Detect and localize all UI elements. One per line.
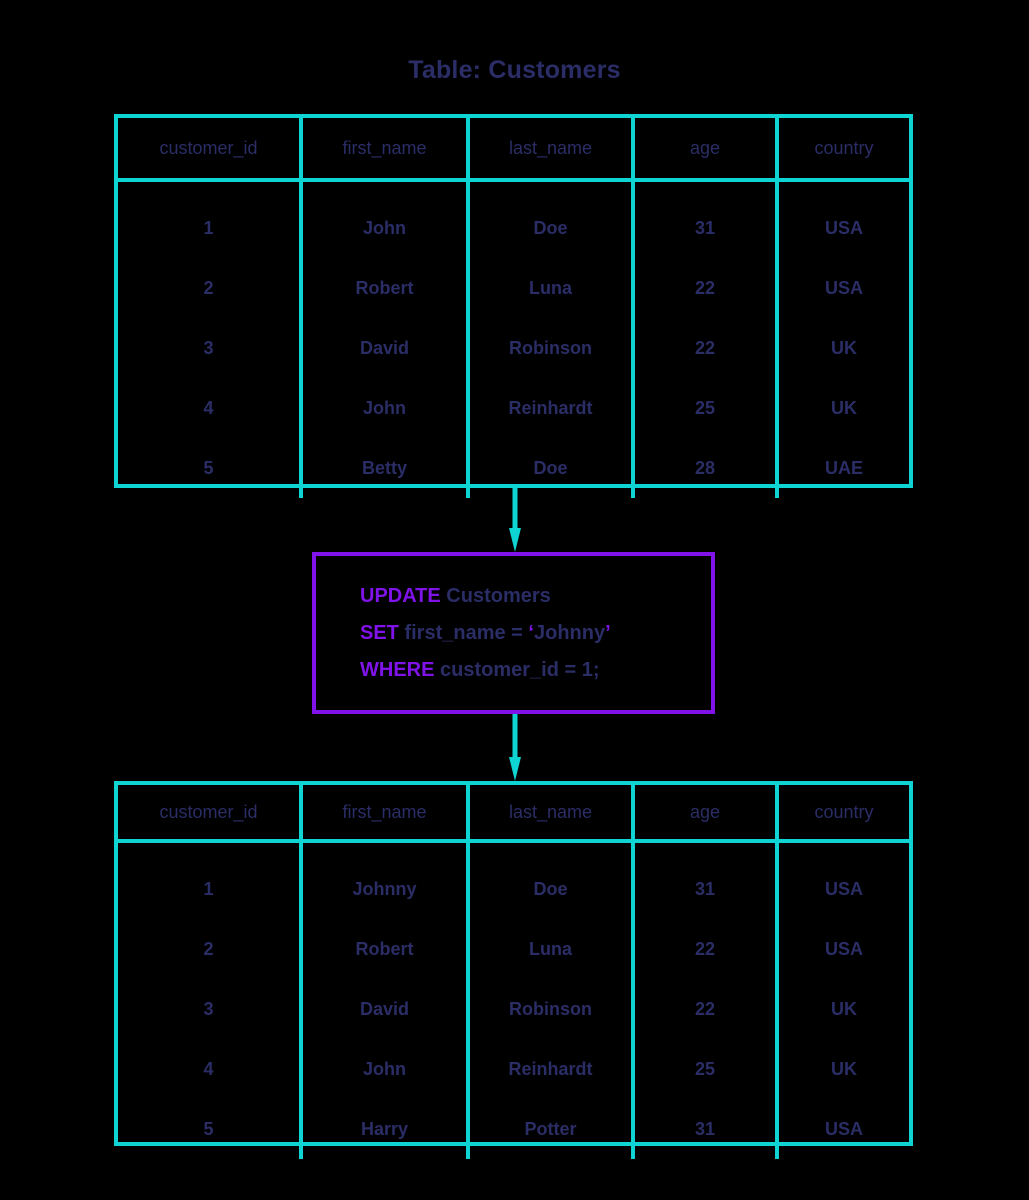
sql-keyword-where: WHERE xyxy=(360,658,435,681)
column-header-last-name: last_name xyxy=(470,785,635,839)
table-column-first-name: John Robert David John Betty xyxy=(303,182,470,498)
table-cell: Robert xyxy=(355,938,414,959)
column-header-first-name: first_name xyxy=(303,118,470,178)
table-column-customer-id: 1 2 3 4 5 xyxy=(118,843,303,1159)
table-cell: 3 xyxy=(203,337,214,358)
table-cell: 22 xyxy=(694,337,716,358)
table-cell: Harry xyxy=(360,1118,409,1139)
table-cell: 4 xyxy=(203,397,214,418)
column-header-country: country xyxy=(814,137,874,158)
table-cell: Robinson xyxy=(509,337,592,358)
arrow-down-icon-to-result xyxy=(509,714,521,781)
table-cell: John xyxy=(363,397,406,418)
table-cell: 2 xyxy=(203,277,214,298)
table-cell: USA xyxy=(824,1118,863,1139)
page-title: Table: Customers xyxy=(408,56,621,84)
table-cell: 3 xyxy=(203,998,214,1019)
table-cell: Doe xyxy=(533,457,568,478)
sql-query-box: UPDATE Customers SET first_name = ‘Johnn… xyxy=(312,552,715,714)
column-header-customer-id: customer_id xyxy=(118,785,303,839)
sql-open-quote: ‘ xyxy=(528,621,534,644)
table-column-age: 31 22 22 25 28 xyxy=(635,182,779,498)
table-header-row: customer_id first_name last_name age cou… xyxy=(118,785,909,843)
customers-table-after: customer_id first_name last_name age cou… xyxy=(114,781,913,1159)
sql-set-value: Johnny xyxy=(533,621,606,644)
sql-close-quote: ’ xyxy=(605,621,611,644)
arrow-down-icon-to-query xyxy=(509,488,521,552)
table-cell: 5 xyxy=(203,1118,214,1139)
table-column-last-name: Doe Luna Robinson Reinhardt Doe xyxy=(470,182,635,498)
sql-query-line-where: WHERE customer_id = 1; xyxy=(360,652,711,689)
table-cell: Luna xyxy=(529,938,572,959)
table-column-customer-id: 1 2 3 4 5 xyxy=(118,182,303,498)
table-cell: 25 xyxy=(694,1058,716,1079)
table-cell: USA xyxy=(824,878,863,899)
table-cell: Betty xyxy=(361,457,407,478)
table-cell: 28 xyxy=(694,457,716,478)
table-cell: 2 xyxy=(203,938,214,959)
sql-where-condition: customer_id = 1; xyxy=(434,658,600,681)
table-cell: David xyxy=(359,337,410,358)
table-cell: Doe xyxy=(533,217,568,238)
column-header-age: age xyxy=(635,785,779,839)
table-cell: 1 xyxy=(203,217,214,238)
table-cell: 25 xyxy=(694,397,716,418)
table-cell: UK xyxy=(831,337,857,358)
table-cell: USA xyxy=(824,938,863,959)
table-cell: Reinhardt xyxy=(508,397,593,418)
table-cell: UK xyxy=(831,1058,857,1079)
sql-query-line-update: UPDATE Customers xyxy=(360,578,711,615)
sql-keyword-set: SET xyxy=(360,621,399,644)
table-cell: 31 xyxy=(694,217,716,238)
table-column-country: USA USA UK UK USA xyxy=(779,843,909,1159)
column-header-country: country xyxy=(814,801,874,822)
table-column-first-name: Johnny Robert David John Harry xyxy=(303,843,470,1159)
table-cell: John xyxy=(363,1058,406,1079)
table-cell: UK xyxy=(831,998,857,1019)
table-cell: 4 xyxy=(203,1058,214,1079)
table-cell: 5 xyxy=(203,457,214,478)
column-header-age: age xyxy=(635,118,779,178)
table-cell: John xyxy=(363,217,406,238)
table-cell: Robert xyxy=(355,277,414,298)
column-header-customer-id: customer_id xyxy=(118,118,303,178)
table-header-row: customer_id first_name last_name age cou… xyxy=(118,118,909,182)
sql-keyword-update: UPDATE xyxy=(360,584,441,607)
table-cell: 22 xyxy=(694,277,716,298)
table-cell: 1 xyxy=(203,878,214,899)
sql-query-line-set: SET first_name = ‘Johnny’ xyxy=(360,615,711,652)
table-cell: UAE xyxy=(824,457,863,478)
table-cell: Johnny xyxy=(352,878,417,899)
table-cell: 31 xyxy=(694,1118,716,1139)
table-cell: Luna xyxy=(529,277,572,298)
table-cell: 22 xyxy=(694,998,716,1019)
table-cell: 31 xyxy=(694,878,716,899)
table-cell: Robinson xyxy=(509,998,592,1019)
table-cell: 22 xyxy=(694,938,716,959)
sql-table-name: Customers xyxy=(440,584,551,607)
table-column-country: USA USA UK UK UAE xyxy=(779,182,909,498)
table-cell: USA xyxy=(824,217,863,238)
table-column-last-name: Doe Luna Robinson Reinhardt Potter xyxy=(470,843,635,1159)
sql-set-expression: first_name = xyxy=(398,621,529,644)
column-header-first-name: first_name xyxy=(303,785,470,839)
table-cell: Doe xyxy=(533,878,568,899)
table-column-age: 31 22 22 25 31 xyxy=(635,843,779,1159)
customers-table-before: customer_id first_name last_name age cou… xyxy=(114,114,913,498)
table-cell: USA xyxy=(824,277,863,298)
table-cell: David xyxy=(359,998,410,1019)
table-body: 1 2 3 4 5 John Robert David John Betty xyxy=(118,182,909,498)
column-header-last-name: last_name xyxy=(470,118,635,178)
table-cell: UK xyxy=(831,397,857,418)
table-body: 1 2 3 4 5 Johnny Robert David John Harry xyxy=(118,843,909,1159)
table-cell: Potter xyxy=(524,1118,577,1139)
table-cell: Reinhardt xyxy=(508,1058,593,1079)
